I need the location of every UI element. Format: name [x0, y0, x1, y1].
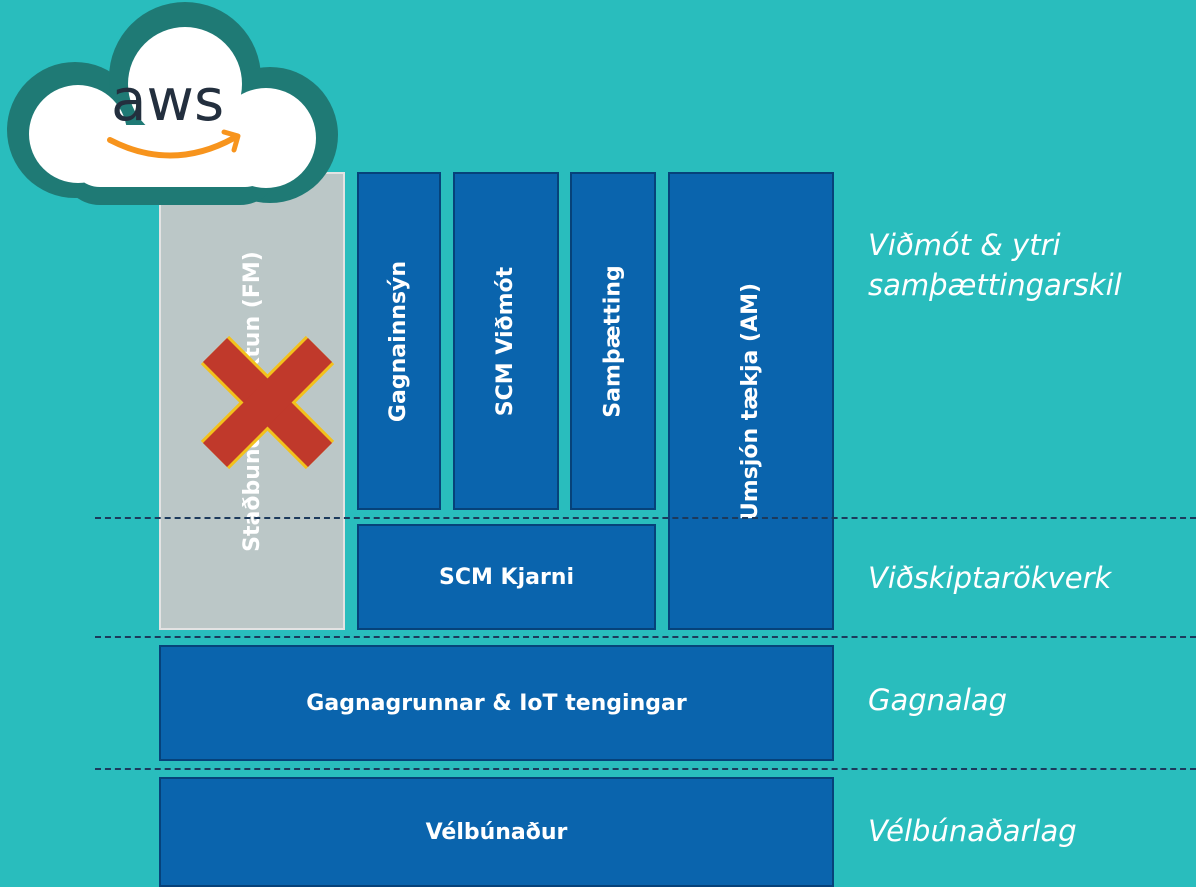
layer-label-business: Viðskiptarökverk: [868, 561, 1112, 595]
hardware-box: Vélbúnaður: [159, 777, 834, 887]
device-management-box: Umsjón tækja (AM): [668, 172, 834, 630]
data-view-box: Gagnainnsýn: [357, 172, 441, 510]
databases-label: Gagnagrunnar & IoT tengingar: [306, 690, 687, 716]
layer-divider-2: [95, 636, 1196, 638]
layer-divider-3: [95, 768, 1196, 770]
aws-arrow-head-icon: [221, 129, 241, 153]
layer-label-interface-line1: Viðmót & ytri: [868, 228, 1061, 262]
data-view-label: Gagnainnsýn: [386, 260, 412, 422]
scm-interface-box: SCM Viðmót: [453, 172, 559, 510]
aws-smile-arrow-icon: [107, 135, 237, 159]
device-management-label: Umsjón tækja (AM): [738, 282, 764, 520]
x-mark-icon: [200, 335, 335, 470]
databases-box: Gagnagrunnar & IoT tengingar: [159, 645, 834, 761]
integration-label: Samþætting: [600, 264, 626, 418]
aws-cloud-logo: aws: [7, 2, 338, 205]
scm-core-box: SCM Kjarni: [357, 524, 656, 630]
layer-label-interface: Viðmót & ytri samþættingarskil: [868, 225, 1122, 305]
hardware-label: Vélbúnaður: [425, 819, 568, 845]
layer-divider-1: [95, 517, 1196, 519]
layer-label-interface-line2: samþættingarskil: [868, 268, 1122, 302]
scm-core-label: SCM Kjarni: [438, 564, 575, 590]
integration-box: Samþætting: [570, 172, 656, 510]
layer-label-hardware: Vélbúnaðarlag: [868, 814, 1077, 848]
layer-label-data: Gagnalag: [868, 683, 1008, 717]
scm-interface-label: SCM Viðmót: [493, 266, 519, 416]
aws-wordmark: aws: [111, 66, 224, 134]
